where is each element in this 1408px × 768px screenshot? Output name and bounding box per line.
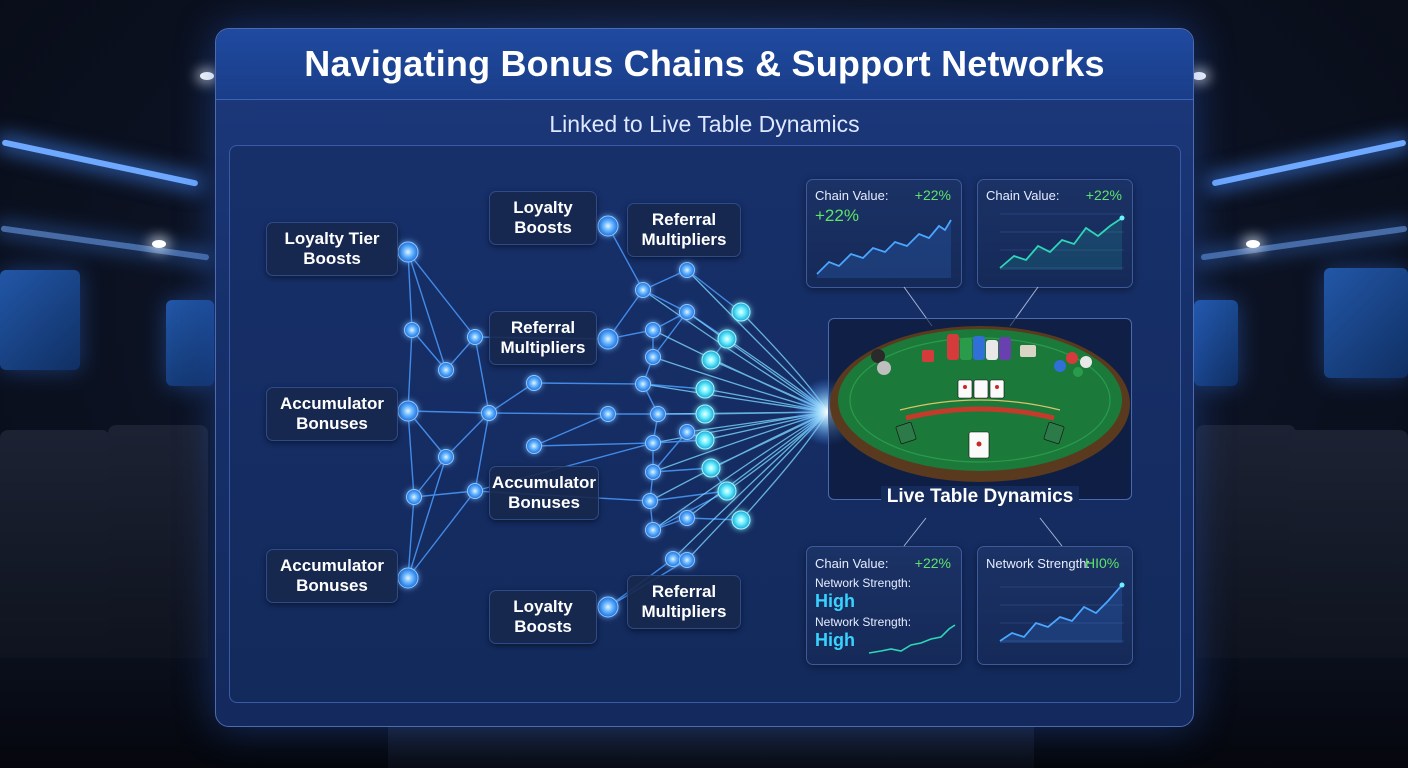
chain-value-sparkline bbox=[816, 219, 952, 278]
chain-value-card-top-left: Chain Value: +22% +22% bbox=[806, 179, 962, 288]
mid-node-accumulator-bonuses: Accumulator Bonuses bbox=[489, 466, 599, 520]
live-table-panel bbox=[828, 318, 1132, 500]
mid-node-referral-multipliers: Referral Multipliers bbox=[627, 575, 741, 629]
spotlight bbox=[152, 240, 166, 248]
chain-value-delta: +22% bbox=[914, 187, 951, 203]
spotlight bbox=[1192, 72, 1206, 80]
node-label-text: Loyalty Boosts bbox=[513, 198, 573, 237]
background-kiosk bbox=[1290, 430, 1408, 690]
network-strength-value: HI0% bbox=[1085, 555, 1120, 571]
spotlight bbox=[200, 72, 214, 80]
node-label-text: Accumulator Bonuses bbox=[492, 473, 596, 512]
background-kiosk bbox=[1196, 425, 1296, 685]
node-label-text: Accumulator Bonuses bbox=[280, 394, 384, 433]
background-kiosk bbox=[0, 430, 110, 690]
ceiling-light-left bbox=[1, 139, 199, 187]
network-strength-value: High bbox=[815, 591, 855, 611]
background-screen bbox=[1324, 268, 1408, 378]
background-screen bbox=[166, 300, 214, 386]
chain-value-label: Chain Value: bbox=[986, 188, 1060, 203]
network-strength-value: High bbox=[815, 630, 855, 650]
chain-value-label: Chain Value: bbox=[815, 556, 889, 571]
node-label-text: Loyalty Boosts bbox=[513, 597, 573, 636]
left-node-accumulator-bonuses: Accumulator Bonuses bbox=[266, 549, 398, 603]
node-label-text: Referral Multipliers bbox=[500, 318, 586, 357]
chain-value-label: Chain Value: bbox=[815, 188, 889, 203]
network-strength-label: Network Strength: bbox=[815, 615, 912, 629]
mid-node-loyalty-boosts: Loyalty Boosts bbox=[489, 590, 597, 644]
wall-light-right bbox=[1200, 225, 1408, 261]
chain-value-figure: +22% bbox=[815, 206, 859, 225]
chain-value-delta: +22% bbox=[1085, 187, 1122, 203]
mid-node-referral-multipliers: Referral Multipliers bbox=[627, 203, 741, 257]
live-table-label: Live Table Dynamics bbox=[828, 486, 1132, 508]
network-strength-card-bottom-left: Chain Value: +22% Network Strength: High… bbox=[806, 546, 962, 665]
node-label-text: Loyalty Tier Boosts bbox=[284, 229, 380, 268]
chain-value-delta: +22% bbox=[914, 555, 951, 571]
chain-value-card-top-right: Chain Value: +22% bbox=[977, 179, 1133, 288]
mid-node-referral-multipliers: Referral Multipliers bbox=[489, 311, 597, 365]
live-table-label-text: Live Table Dynamics bbox=[880, 486, 1080, 507]
background-screen bbox=[1194, 300, 1238, 386]
background-screen bbox=[0, 270, 80, 370]
page-title: Navigating Bonus Chains & Support Networ… bbox=[304, 43, 1105, 84]
network-strength-label: Network Strength: bbox=[815, 576, 912, 590]
node-label-text: Referral Multipliers bbox=[641, 582, 727, 621]
left-node-accumulator-bonuses: Accumulator Bonuses bbox=[266, 387, 398, 441]
background-kiosk bbox=[108, 425, 208, 685]
left-node-loyalty-tier-boosts: Loyalty Tier Boosts bbox=[266, 222, 398, 276]
node-label-text: Accumulator Bonuses bbox=[280, 556, 384, 595]
display-stand bbox=[388, 722, 1034, 768]
spotlight bbox=[1246, 240, 1260, 248]
network-strength-line-chart bbox=[999, 582, 1125, 643]
ceiling-light-right bbox=[1211, 139, 1407, 187]
chain-value-line-chart bbox=[999, 213, 1125, 270]
wall-light-left bbox=[0, 225, 210, 261]
network-strength-sparkline bbox=[868, 624, 956, 654]
network-strength-label: Network Strength: bbox=[986, 556, 1091, 571]
mid-node-loyalty-boosts: Loyalty Boosts bbox=[489, 191, 597, 245]
network-strength-card-bottom-right: Network Strength: HI0% bbox=[977, 546, 1133, 665]
node-label-text: Referral Multipliers bbox=[641, 210, 727, 249]
title-bar bbox=[216, 29, 1193, 100]
page-subtitle: Linked to Live Table Dynamics bbox=[549, 111, 860, 137]
